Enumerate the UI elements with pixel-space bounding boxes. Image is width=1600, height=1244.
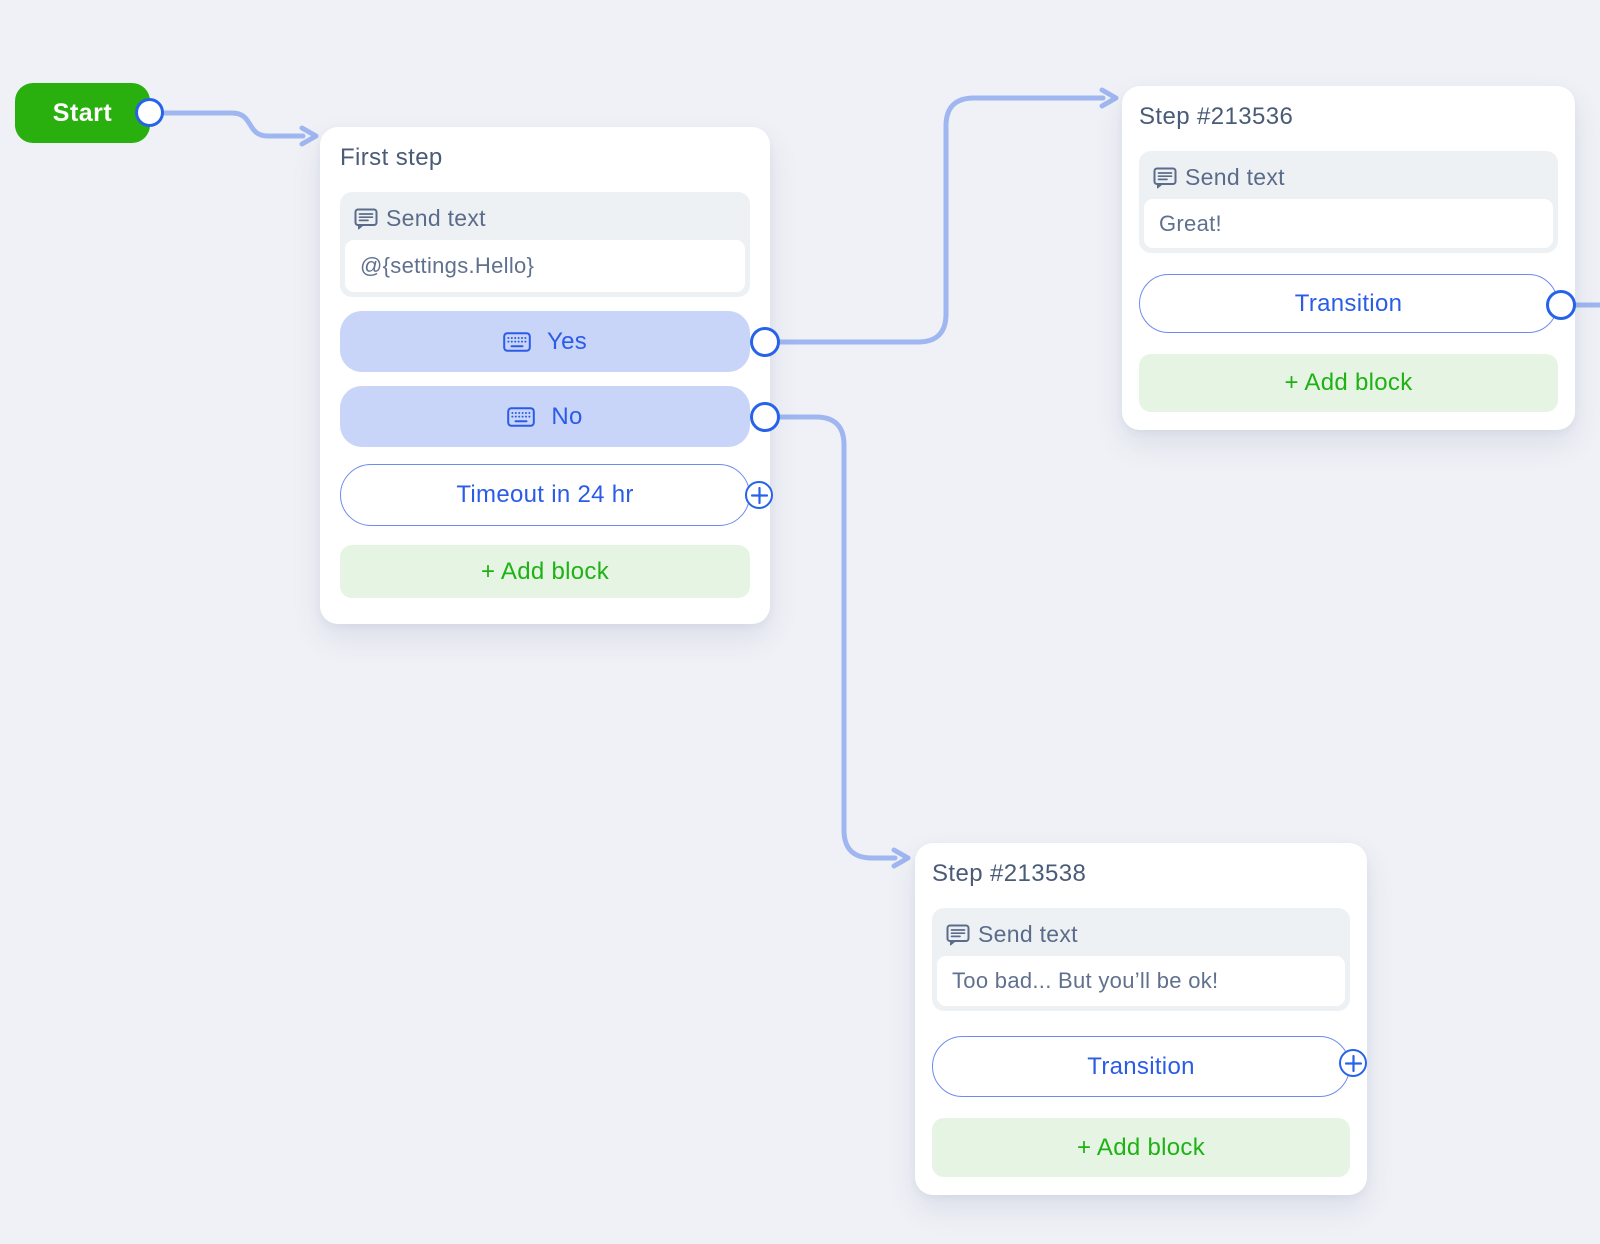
send-text-icon: [354, 208, 378, 229]
timeout-button[interactable]: Timeout in 24 hr: [340, 464, 750, 526]
plus-icon: [750, 486, 768, 504]
transition-button[interactable]: Transition: [1139, 274, 1558, 333]
transition-output-port-213536[interactable]: [1546, 290, 1576, 320]
add-block-button-213538[interactable]: + Add block: [932, 1118, 1350, 1177]
timeout-label: Timeout in 24 hr: [456, 481, 634, 508]
send-text-header: Send text: [1144, 156, 1553, 199]
start-label: Start: [52, 98, 113, 127]
card-title-step-213538: Step #213538: [932, 860, 1087, 887]
start-node[interactable]: Start: [15, 83, 150, 143]
card-title-step-213536: Step #213536: [1139, 103, 1294, 130]
send-text-header: Send text: [937, 913, 1345, 956]
arrowhead-no-to-step-213538: [891, 847, 911, 869]
send-text-value[interactable]: @{settings.Hello}: [345, 240, 745, 292]
keyboard-icon: [503, 331, 531, 352]
send-text-value[interactable]: Great!: [1144, 199, 1553, 248]
card-title-first-step: First step: [340, 144, 443, 171]
node-card-step-213536[interactable]: Step #213536 Send text Great! Transition: [1122, 86, 1575, 430]
node-card-first-step[interactable]: First step Send text @{settings.Hello}: [320, 127, 770, 624]
transition-label: Transition: [1087, 1052, 1195, 1080]
add-block-label: + Add block: [1076, 1133, 1206, 1161]
send-text-block[interactable]: Send text Too bad... But you’ll be ok!: [932, 908, 1350, 1011]
timeout-connect-button[interactable]: [745, 481, 773, 509]
add-block-label: + Add block: [1284, 369, 1413, 396]
plus-icon: [1344, 1054, 1362, 1072]
transition-button[interactable]: Transition: [932, 1036, 1350, 1097]
transition-label: Transition: [1294, 289, 1403, 317]
arrowhead-yes-to-step-213536: [1099, 87, 1119, 109]
quick-reply-yes-label: Yes: [546, 327, 588, 355]
quick-reply-no-button[interactable]: No: [340, 386, 750, 447]
transition-connect-button-213538[interactable]: [1339, 1049, 1367, 1077]
add-block-button-213536[interactable]: + Add block: [1139, 354, 1558, 412]
quick-reply-yes-button[interactable]: Yes: [340, 311, 750, 372]
keyboard-icon: [507, 406, 536, 427]
yes-output-port[interactable]: [750, 327, 780, 357]
send-text-block[interactable]: Send text Great!: [1139, 151, 1558, 253]
send-text-icon: [1153, 167, 1177, 188]
connector-no-to-step-213538[interactable]: [777, 414, 898, 861]
send-text-block[interactable]: Send text @{settings.Hello}: [340, 192, 750, 297]
send-text-label: Send text: [978, 921, 1078, 947]
add-block-button-first[interactable]: + Add block: [340, 545, 750, 598]
node-card-step-213538[interactable]: Step #213538 Send text Too bad... But yo…: [915, 843, 1367, 1195]
connector-yes-to-step-213536[interactable]: [777, 95, 1106, 345]
arrowhead-start-to-first-step: [299, 125, 319, 147]
send-text-label: Send text: [1185, 164, 1285, 190]
quick-reply-no-label: No: [551, 402, 583, 430]
start-output-port[interactable]: [135, 98, 164, 127]
send-text-value[interactable]: Too bad... But you’ll be ok!: [937, 956, 1345, 1006]
add-block-label: + Add block: [480, 557, 610, 585]
connector-start-to-first-step[interactable]: [162, 110, 306, 139]
send-text-icon: [946, 924, 970, 945]
send-text-header: Send text: [345, 197, 745, 240]
send-text-label: Send text: [386, 205, 486, 231]
no-output-port[interactable]: [750, 402, 780, 432]
